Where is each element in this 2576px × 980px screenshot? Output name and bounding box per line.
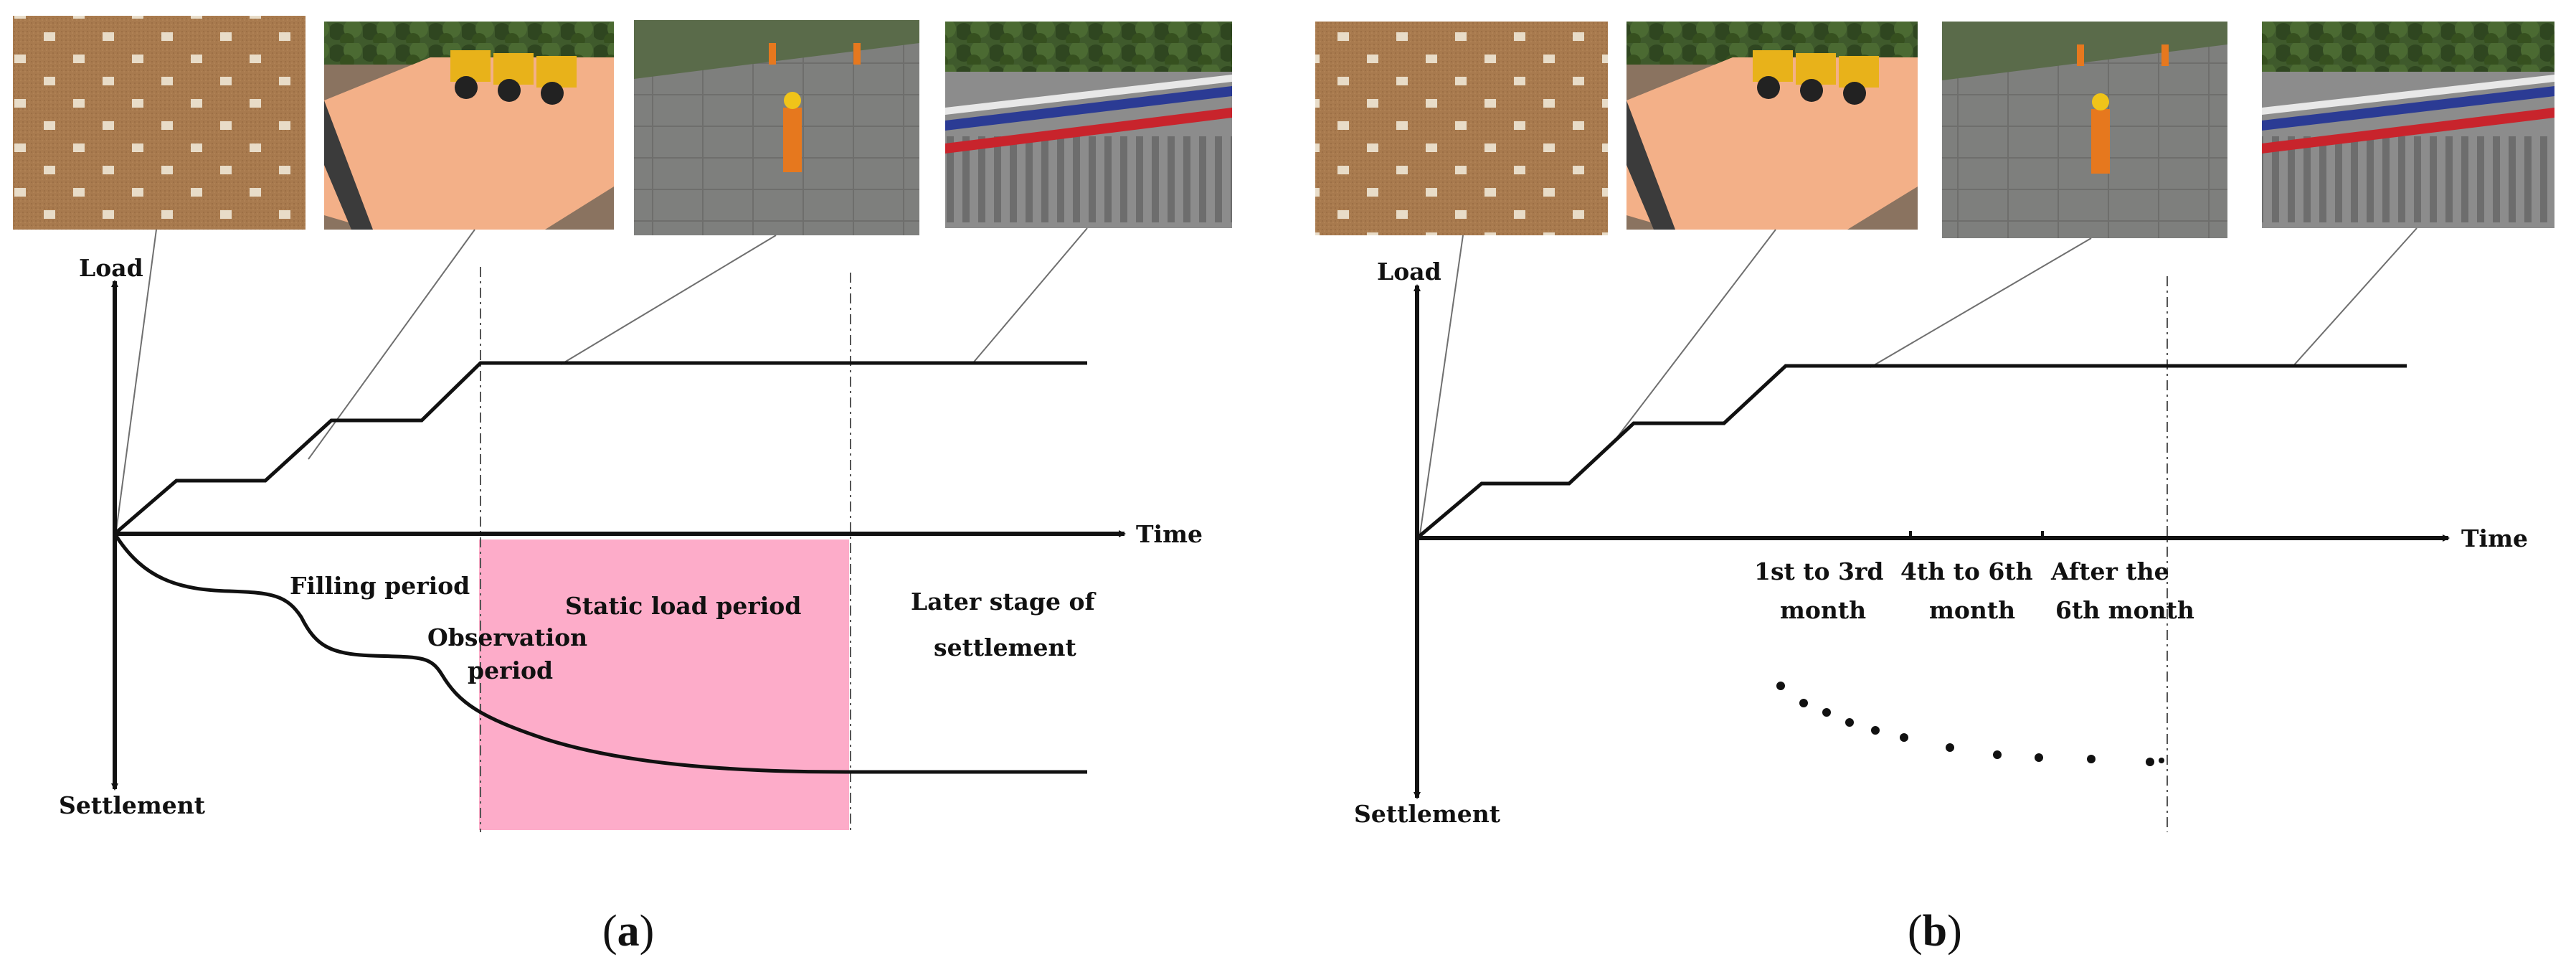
- static-load-band: [479, 540, 849, 830]
- period-3-label-2: 6th month: [2055, 596, 2194, 624]
- filling-period-label: Filling period: [290, 572, 470, 600]
- axes: [1414, 284, 2450, 799]
- caption-a: (a): [602, 907, 654, 956]
- load-curve: [113, 361, 1087, 535]
- y-axis-settlement-label: Settlement: [1354, 800, 1501, 828]
- thumbnail-track-embankment: [2262, 22, 2554, 228]
- period-1-label-1: 1st to 3rd: [1754, 557, 1883, 585]
- period-2-label-1: 4th to 6th: [1900, 557, 2033, 585]
- axes: [111, 280, 1126, 791]
- leader-lines: [1419, 227, 2418, 535]
- settlement-dotted-curve: [1776, 682, 2164, 766]
- thumbnail-soil-foundation: [13, 16, 306, 230]
- thumbnail-rollers-compacting: [1626, 22, 1918, 230]
- thumbnail-rollers-compacting: [324, 22, 614, 230]
- thumbnail-workers-surveying: [1942, 22, 2227, 238]
- y-axis-load-label: Load: [79, 254, 143, 282]
- worker-icon: [769, 43, 861, 172]
- phase-dividers: [480, 267, 851, 832]
- observation-period-label-2: period: [468, 656, 553, 684]
- load-curve: [1416, 364, 2407, 540]
- roller-icons: [1753, 50, 1879, 105]
- settlement-curve: [113, 532, 1087, 774]
- period-3-label-1: After the: [2050, 557, 2169, 585]
- panel-b: Load Settlement Time 1st to 3rd month 4t…: [1315, 22, 2554, 956]
- y-axis-load-label: Load: [1377, 258, 1441, 286]
- thumbnail-soil-foundation: [1315, 22, 1608, 235]
- worker-icon: [2077, 44, 2169, 174]
- later-stage-label-2: settlement: [934, 633, 1076, 661]
- thumbnail-track-embankment: [945, 22, 1232, 228]
- static-load-period-label: Static load period: [565, 592, 801, 620]
- x-axis-time-label: Time: [2461, 524, 2528, 552]
- y-axis-settlement-label: Settlement: [59, 791, 206, 819]
- panel-a: Load Settlement Time Filling period Obse…: [13, 16, 1232, 956]
- later-stage-label-1: Later stage of: [911, 588, 1096, 616]
- period-1-label-2: month: [1780, 596, 1866, 624]
- observation-period-label-1: Observation: [427, 623, 587, 651]
- roller-icons: [450, 50, 577, 105]
- x-axis-time-label: Time: [1136, 520, 1203, 548]
- period-2-label-2: month: [1929, 596, 2015, 624]
- x-axis-ticks: [1909, 531, 2044, 538]
- thumbnail-workers-surveying: [634, 20, 919, 235]
- caption-b: (b): [1908, 907, 1962, 956]
- leader-lines: [115, 227, 1088, 532]
